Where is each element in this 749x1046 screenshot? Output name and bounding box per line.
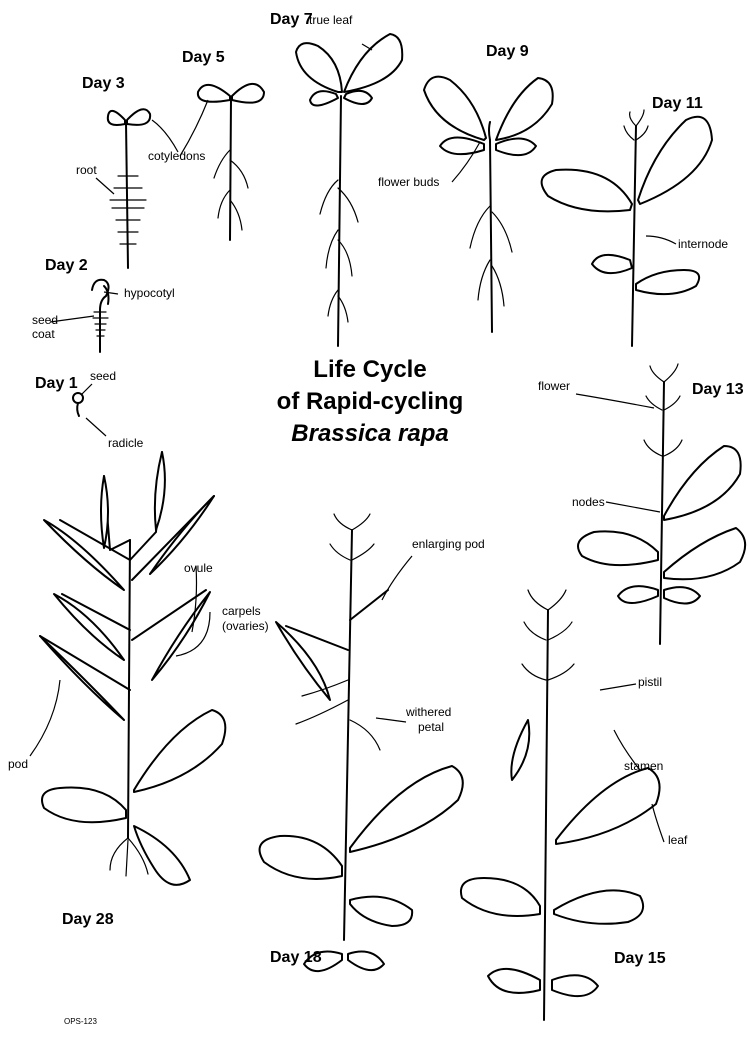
day-13-label: Day 13 <box>692 382 744 398</box>
day28-plant-drawing <box>40 452 225 885</box>
day18-plant-drawing <box>260 514 463 971</box>
label-flower: flower <box>538 380 570 392</box>
title-line-2: of Rapid-cycling <box>240 390 500 414</box>
day-9-label: Day 9 <box>486 44 529 60</box>
day3-seedling-drawing <box>108 109 150 268</box>
label-true-leaf: true leaf <box>309 14 352 26</box>
label-seed-coat-line-1: seed <box>32 314 58 326</box>
day9-plant-drawing <box>424 77 553 332</box>
day-7-label: Day 7 <box>270 12 313 28</box>
label-nodes: nodes <box>572 496 605 508</box>
day-1-label: Day 1 <box>35 376 78 392</box>
label-enlarging-pod: enlarging pod <box>412 538 485 550</box>
day2-seedling-drawing <box>92 280 109 352</box>
day-28-label: Day 28 <box>62 912 114 928</box>
label-hypocotyl: hypocotyl <box>124 287 175 299</box>
label-leaf: leaf <box>668 834 687 846</box>
label-radicle: radicle <box>108 437 143 449</box>
label-seed-coat-line-2: coat <box>32 328 55 340</box>
day11-plant-drawing <box>542 110 712 346</box>
title-line-3: Brassica rapa <box>240 422 500 446</box>
day-2-label: Day 2 <box>45 258 88 274</box>
label-carpels-line-1: carpels <box>222 605 261 617</box>
label-ovule: ovule <box>184 562 213 574</box>
day7-plant-drawing <box>296 34 402 346</box>
day-18-label: Day 18 <box>270 950 322 966</box>
label-withered-petal-line-1: withered <box>406 706 451 718</box>
label-pistil: pistil <box>638 676 662 688</box>
label-seed: seed <box>90 370 116 382</box>
label-internode: internode <box>678 238 728 250</box>
day-15-label: Day 15 <box>614 951 666 967</box>
day-11-label: Day 11 <box>652 96 703 112</box>
footer-code: OPS-123 <box>64 1018 97 1026</box>
title-line-1: Life Cycle <box>240 358 500 382</box>
day-5-label: Day 5 <box>182 50 225 66</box>
label-root: root <box>76 164 97 176</box>
label-carpels-line-2: (ovaries) <box>222 620 269 632</box>
label-withered-petal-line-2: petal <box>418 721 444 733</box>
day5-seedling-drawing <box>198 84 264 240</box>
label-flower-buds: flower buds <box>378 176 439 188</box>
label-stamen: stamen <box>624 760 663 772</box>
label-cotyledons: cotyledons <box>148 150 205 162</box>
day1-seed-drawing <box>73 393 83 416</box>
label-pod: pod <box>8 758 28 770</box>
day-3-label: Day 3 <box>82 76 125 92</box>
